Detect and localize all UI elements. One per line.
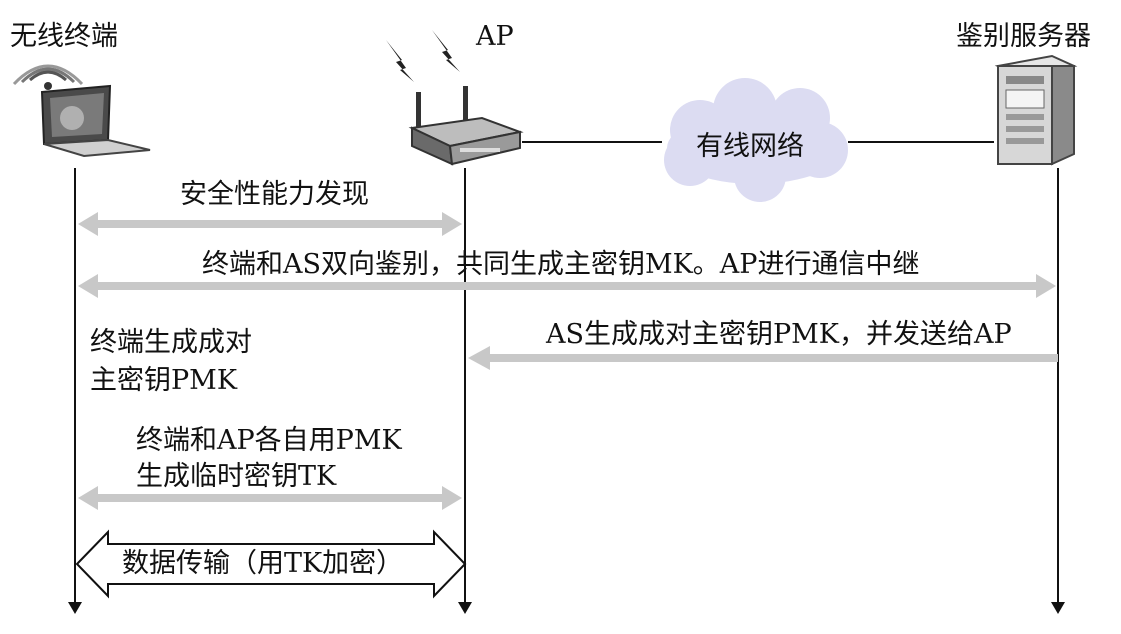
arrow-discovery bbox=[78, 212, 462, 236]
arrow-pmk-to-ap bbox=[468, 346, 1058, 370]
cloud-icon bbox=[664, 78, 848, 202]
arrow-tk bbox=[78, 486, 462, 510]
wireless-router-icon bbox=[408, 86, 524, 166]
server-label: 鉴别服务器 bbox=[956, 21, 1091, 52]
terminal-pmk-line2: 主密钥PMK bbox=[90, 365, 237, 396]
data-transfer-label: 数据传输（用TK加密） bbox=[122, 548, 404, 579]
mutual-auth-label: 终端和AS双向鉴别，共同生成主密钥MK。AP进行通信中继 bbox=[202, 249, 920, 280]
terminal-label: 无线终端 bbox=[10, 21, 118, 52]
laptop-icon bbox=[12, 64, 151, 158]
terminal-pmk-line1: 终端生成成对 bbox=[90, 327, 252, 358]
data-transfer-arrow bbox=[75, 529, 467, 599]
lightning-icon bbox=[386, 30, 460, 82]
tk-line2: 生成临时密钥TK bbox=[136, 461, 337, 492]
server-tower-icon bbox=[994, 54, 1078, 166]
as-pmk-label: AS生成成对主密钥PMK，并发送给AP bbox=[546, 319, 1012, 350]
discovery-label: 安全性能力发现 bbox=[180, 179, 369, 210]
tk-line1: 终端和AP各自用PMK bbox=[136, 425, 402, 456]
ap-label: AP bbox=[476, 21, 514, 52]
network-label: 有线网络 bbox=[696, 131, 804, 162]
arrow-mutual-auth bbox=[78, 274, 1056, 298]
